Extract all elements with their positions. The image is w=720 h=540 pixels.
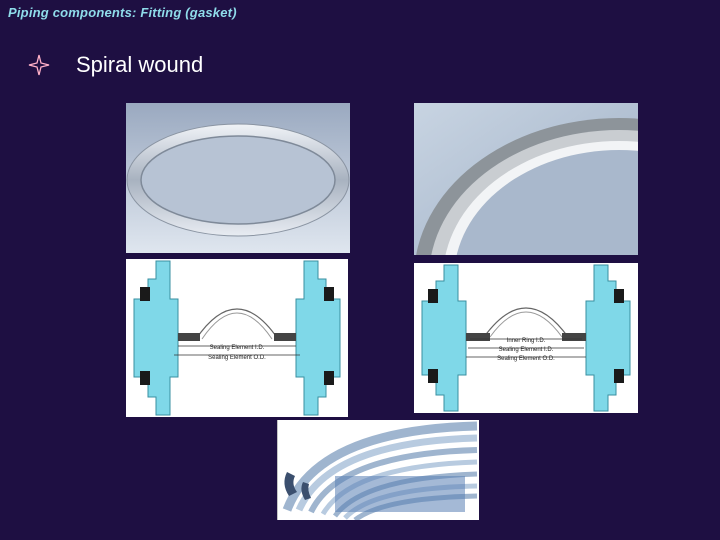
bullet-text: Spiral wound [76,52,204,77]
flange-diagram-inner-ring: Inner Ring I.D. Sealing Element I.D. Sea… [414,263,638,413]
four-point-star-icon [28,54,50,76]
slide-title: Piping components: Fitting (gasket) [8,5,237,20]
bullet-item: Spiral wound [28,52,203,78]
label-sealing-id: Sealing Element I.D. [210,345,265,351]
spiral-winding-cutaway [277,420,479,520]
flange-diagram-basic: Sealing Element I.D. Sealing Element O.D… [126,259,348,417]
label-sealing-id: Sealing Element I.D. [499,347,554,353]
spiral-wound-gasket-photo [414,103,638,255]
label-sealing-od: Sealing Element O.D. [208,355,266,361]
label-inner-ring-id: Inner Ring I.D. [507,338,546,344]
label-sealing-od: Sealing Element O.D. [497,356,555,362]
gasket-ring-photo [126,103,350,253]
